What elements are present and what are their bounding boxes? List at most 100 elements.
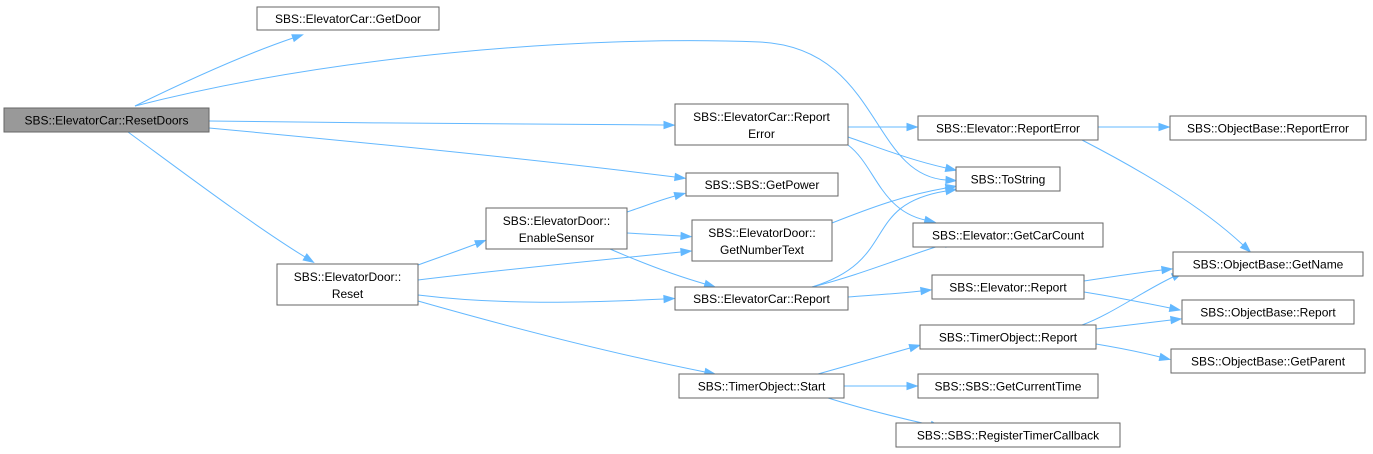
edge-car_reporterror-to-elev_reporterror	[848, 122, 919, 132]
edge-line	[1095, 343, 1161, 358]
node-elevatordoor-getnumbertext[interactable]: SBS::ElevatorDoor:: GetNumberText	[691, 219, 833, 262]
edge-door_reset-to-enablesensor	[417, 239, 487, 266]
edge-enablesensor-to-getpower	[626, 192, 687, 213]
edge-line	[626, 195, 676, 213]
node-elevatordoor-enablesensor[interactable]: SBS::ElevatorDoor:: EnableSensor	[485, 207, 628, 250]
node-elevatorcar-getdoor[interactable]: SBS::ElevatorCar::GetDoor	[256, 6, 440, 31]
node-label: SBS::ElevatorCar::Report	[693, 292, 830, 306]
edge-resetdoors-to-car_reporterror	[208, 120, 676, 130]
edge-elev_reporterror-to-ob_getname	[1081, 139, 1252, 253]
edge-arrowhead	[906, 381, 919, 391]
node-label: SBS::ObjectBase::ReportError	[1187, 122, 1349, 136]
edge-arrowhead	[680, 247, 693, 257]
edge-resetdoors-to-getdoor	[134, 34, 304, 107]
edge-timer_start-to-getcurrenttime	[844, 381, 919, 391]
edge-line	[208, 127, 676, 178]
node-label: SBS::TimerObject::Report	[939, 331, 1078, 345]
edge-car_reporterror-to-tostring	[847, 136, 958, 172]
edge-arrowhead	[1158, 352, 1172, 361]
edge-line	[1081, 139, 1244, 246]
edge-arrowhead	[302, 253, 315, 264]
edge-line	[1081, 276, 1174, 326]
node-label: SBS::ElevatorDoor::	[708, 226, 815, 240]
edge-arrowhead	[1170, 315, 1183, 325]
edge-line	[127, 131, 306, 258]
node-label: Error	[748, 127, 775, 141]
edge-arrowhead	[1239, 241, 1252, 253]
node-sbs-tostring[interactable]: SBS::ToString	[955, 166, 1061, 192]
node-sbs-getpower[interactable]: SBS::SBS::GetPower	[685, 172, 839, 197]
edge-line	[626, 232, 682, 237]
edge-car_report-to-tostring	[811, 186, 958, 288]
node-elevator-getcarcount[interactable]: SBS::Elevator::GetCarCount	[912, 222, 1104, 248]
edge-car_report-to-elev_report	[847, 286, 933, 298]
edge-timer_report-to-ob_getparent	[1095, 343, 1172, 361]
node-label: SBS::Elevator::Report	[949, 281, 1067, 295]
edge-timer_report-to-ob_report	[1095, 315, 1183, 330]
node-label: SBS::SBS::GetCurrentTime	[935, 380, 1082, 394]
edge-line	[827, 397, 932, 426]
node-label: SBS::ElevatorDoor::	[503, 214, 610, 228]
edge-line	[417, 294, 665, 303]
edge-arrowhead	[906, 122, 919, 132]
node-label: SBS::TimerObject::Start	[698, 380, 826, 394]
edge-enablesensor-to-getnumbertext	[626, 231, 693, 241]
node-elevatorcar-reporterror[interactable]: SBS::ElevatorCar::Report Error	[674, 103, 849, 146]
edge-arrowhead	[673, 192, 687, 201]
node-elevatorcar-report[interactable]: SBS::ElevatorCar::Report	[674, 286, 849, 311]
edge-line	[134, 37, 294, 107]
edge-arrowhead	[291, 34, 304, 43]
node-objectbase-getname[interactable]: SBS::ObjectBase::GetName	[1172, 251, 1364, 277]
edge-line	[817, 347, 911, 375]
edge-arrowhead	[944, 163, 958, 172]
edge-elev_report-to-ob_getname	[1083, 265, 1174, 282]
node-label: SBS::ElevatorCar::GetDoor	[275, 12, 421, 26]
node-label: GetNumberText	[720, 243, 805, 257]
node-elevatorcar-resetdoors[interactable]: SBS::ElevatorCar::ResetDoors	[3, 107, 210, 133]
edge-arrowhead	[703, 279, 717, 288]
node-timerobject-report[interactable]: SBS::TimerObject::Report	[919, 324, 1097, 350]
edge-line	[847, 136, 947, 169]
edge-arrowhead	[920, 286, 933, 296]
node-elevator-reporterror[interactable]: SBS::Elevator::ReportError	[917, 115, 1099, 141]
node-objectbase-reporterror[interactable]: SBS::ObjectBase::ReportError	[1169, 115, 1367, 141]
edge-line	[1083, 291, 1171, 309]
edge-line	[417, 300, 706, 373]
edge-line	[847, 290, 922, 298]
edge-line	[811, 243, 946, 288]
edge-line	[208, 120, 665, 126]
node-sbs-getcurrenttime[interactable]: SBS::SBS::GetCurrentTime	[917, 373, 1099, 399]
edge-resetdoors-to-getpower	[208, 127, 687, 182]
node-label: SBS::ToString	[971, 173, 1046, 187]
node-objectbase-report[interactable]: SBS::ObjectBase::Report	[1181, 299, 1355, 325]
edge-line	[811, 190, 947, 288]
edge-arrowhead	[908, 344, 922, 353]
edge-line	[1095, 319, 1172, 330]
edge-door_reset-to-car_report	[417, 294, 676, 304]
edge-timer_report-to-ob_getname	[1081, 272, 1184, 326]
node-sbs-registertimercallback[interactable]: SBS::SBS::RegisterTimerCallback	[895, 422, 1121, 448]
node-label: EnableSensor	[519, 231, 594, 245]
node-label: SBS::ElevatorCar::Report	[693, 110, 830, 124]
node-label: SBS::ObjectBase::GetName	[1193, 258, 1344, 272]
node-label: SBS::Elevator::ReportError	[936, 122, 1080, 136]
edge-line	[609, 248, 706, 285]
edge-line	[847, 144, 926, 221]
edge-elev_reporterror-to-ob_reporterror	[1098, 122, 1171, 132]
edge-line	[417, 243, 477, 266]
node-label: SBS::ElevatorCar::ResetDoors	[24, 114, 188, 128]
node-label: SBS::ObjectBase::Report	[1200, 306, 1336, 320]
edge-arrowhead	[923, 215, 937, 224]
node-label: SBS::ObjectBase::GetParent	[1191, 355, 1346, 369]
edge-line	[134, 40, 947, 181]
node-objectbase-getparent[interactable]: SBS::ObjectBase::GetParent	[1170, 348, 1366, 374]
edge-line	[1083, 269, 1163, 282]
edge-timer_start-to-timer_report	[817, 344, 922, 375]
node-elevator-report[interactable]: SBS::Elevator::Report	[931, 274, 1085, 300]
edge-arrowhead	[1168, 303, 1182, 312]
edge-resetdoors-to-tostring	[134, 40, 958, 185]
node-timerobject-start[interactable]: SBS::TimerObject::Start	[678, 373, 845, 399]
node-elevatordoor-reset[interactable]: SBS::ElevatorDoor:: Reset	[276, 263, 419, 306]
edge-door_reset-to-getnumbertext	[417, 247, 693, 281]
